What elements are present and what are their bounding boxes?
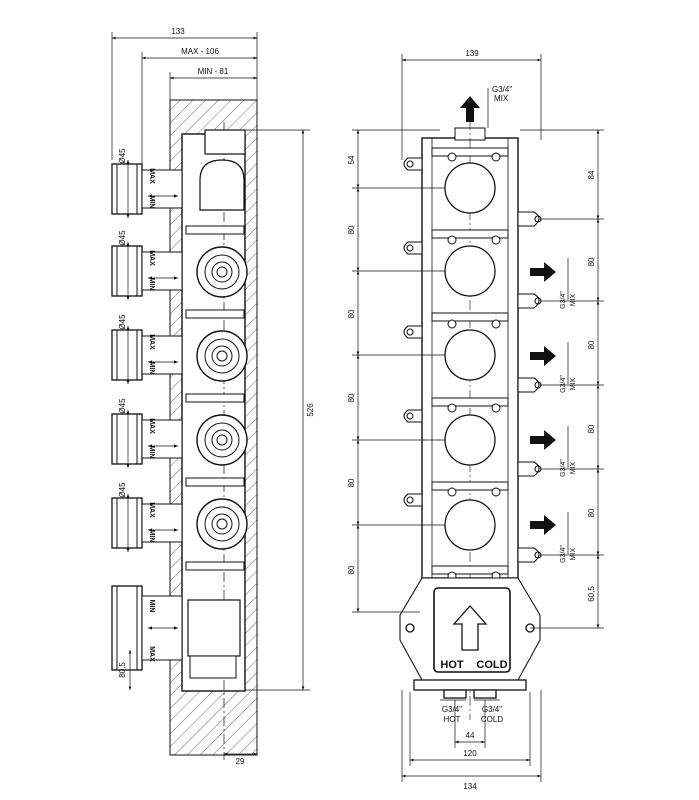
- dim-inner-width: 120: [463, 749, 477, 758]
- dim-height: 526: [306, 403, 315, 417]
- dim-spacing: 80: [347, 565, 356, 574]
- front-dimensions: [352, 54, 604, 782]
- max-label: MAX: [148, 168, 155, 184]
- inlet-cold-thread: G3/4": [482, 705, 502, 714]
- dim-spacing: 80: [347, 225, 356, 234]
- outlet-label: MIX: [570, 461, 577, 474]
- side-knob-1: [111, 163, 183, 215]
- outlet-thread: G3/4": [560, 291, 567, 309]
- knob-diameter-label: Ø45: [118, 398, 127, 414]
- side-adjust-arrows: [148, 194, 178, 630]
- side-internal-bars: [185, 225, 245, 571]
- top-outlet-label: MIX: [494, 94, 509, 103]
- knob-diameter-label: Ø45: [118, 148, 127, 164]
- side-outlet-labels: G3/4" MIX G3/4" MIX G3/4" MIX G3/4" MIX: [560, 291, 577, 563]
- min-label: MIN: [148, 196, 155, 209]
- left-ears: [403, 157, 423, 507]
- dim-right-spacing: 80: [587, 340, 596, 349]
- max-label: MAX: [148, 250, 155, 266]
- dim-min-depth: MIN - 81: [198, 67, 229, 76]
- knob-diameter-label: Ø45: [118, 482, 127, 498]
- dim-right-bottom: 60,5: [587, 586, 596, 602]
- side-valve-3: [111, 329, 248, 382]
- dim-right-spacing: 80: [587, 257, 596, 266]
- max-label: MAX: [148, 334, 155, 350]
- dim-max-depth: MAX - 106: [181, 47, 219, 56]
- max-label: MAX: [148, 646, 155, 662]
- dim-top-width: 139: [465, 49, 479, 58]
- side-valve-4: [111, 413, 248, 466]
- side-valve-2: [111, 245, 248, 298]
- inlet-hot-label: HOT: [444, 715, 461, 724]
- inlet-hot-thread: G3/4": [442, 705, 462, 714]
- max-min-labels: MAX MIN MAX MIN MAX MIN MAX MIN MAX MIN …: [148, 168, 155, 662]
- dim-spacing: 80: [347, 309, 356, 318]
- top-outlet-arrow: [460, 96, 480, 122]
- dim-outer-width: 134: [463, 782, 477, 791]
- side-view: [111, 32, 310, 760]
- top-block: [204, 129, 246, 155]
- top-outlet-thread: G3/4": [492, 85, 512, 94]
- dim-top-offset: 54: [347, 155, 356, 164]
- dim-total-depth: 133: [171, 27, 185, 36]
- dim-bottom-width: 29: [236, 757, 245, 766]
- knob-diameter-label: Ø45: [118, 230, 127, 246]
- box-hot-label: HOT: [440, 659, 464, 671]
- outlet-thread: G3/4": [560, 375, 567, 393]
- front-crossbars: [431, 147, 509, 575]
- outlet-thread: G3/4": [560, 459, 567, 477]
- dim-bottom-offset: 80,5: [118, 662, 127, 678]
- min-label: MIN: [148, 362, 155, 375]
- dim-inlet-spacing: 44: [466, 731, 475, 740]
- dim-spacing: 80: [347, 393, 356, 402]
- min-label: MIN: [148, 278, 155, 291]
- knob-diameter-label: Ø45: [118, 314, 127, 330]
- right-ears: [517, 211, 542, 563]
- top-dome: [199, 159, 245, 211]
- min-label: MIN: [148, 600, 155, 613]
- outlet-thread: G3/4": [560, 545, 567, 563]
- mixing-box: [399, 577, 541, 699]
- inlet-cold-label: COLD: [481, 715, 503, 724]
- dim-right-spacing: 80: [587, 424, 596, 433]
- dim-spacing: 80: [347, 478, 356, 487]
- front-view: [352, 54, 604, 782]
- side-valve-5: [111, 497, 248, 550]
- front-valves: [444, 162, 496, 551]
- max-label: MAX: [148, 502, 155, 518]
- min-label: MIN: [148, 530, 155, 543]
- side-dimensions: [111, 32, 310, 756]
- dim-right-spacing: 80: [587, 508, 596, 517]
- min-label: MIN: [148, 446, 155, 459]
- dim-right-top: 84: [587, 170, 596, 179]
- outlet-label: MIX: [570, 547, 577, 560]
- outlet-label: MIX: [570, 293, 577, 306]
- box-cold-label: COLD: [476, 659, 507, 671]
- outlet-label: MIX: [570, 377, 577, 390]
- side-outlet-arrows: [530, 262, 556, 535]
- max-label: MAX: [148, 418, 155, 434]
